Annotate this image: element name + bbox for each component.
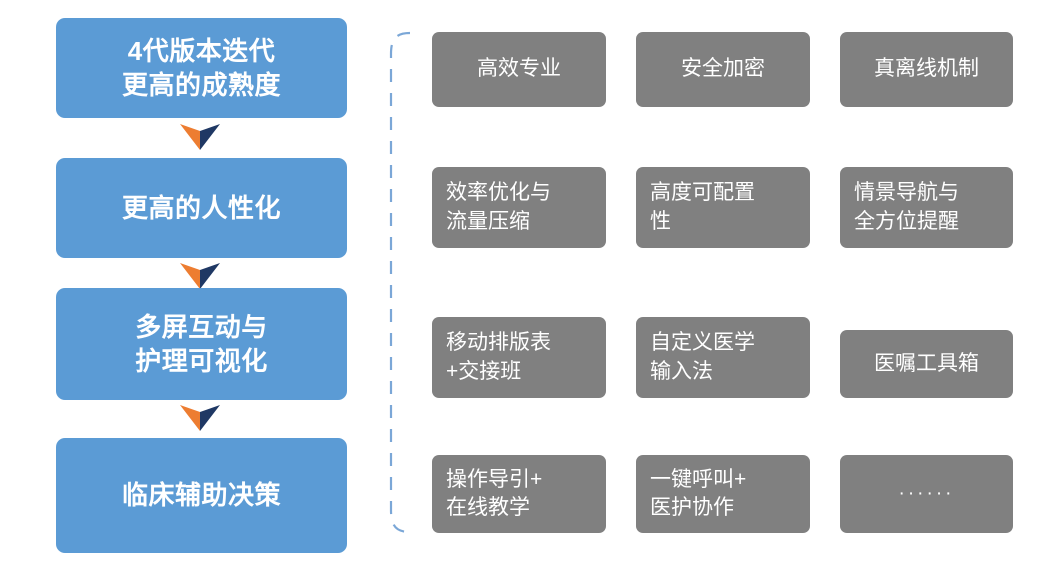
flow-step-4[interactable]: 临床辅助决策 [56,438,347,553]
feature-tile-r1c3-label: 真离线机制 [874,57,979,81]
feature-tile-r3c3[interactable]: 医嘱工具箱 [840,330,1013,398]
feature-tile-r2c1[interactable]: 效率优化与 流量压缩 [432,167,606,248]
chevron-down-icon-3 [180,405,220,431]
feature-tile-r4c3[interactable]: ······ [840,455,1013,533]
flow-step-1-label: 4代版本迭代 更高的成熟度 [121,35,281,100]
feature-tile-r4c2-label: 一键呼叫+ 医护协作 [650,467,747,519]
flow-step-3-label: 多屏互动与 护理可视化 [135,311,268,376]
flow-step-2[interactable]: 更高的人性化 [56,158,347,258]
feature-tile-r3c3-label: 医嘱工具箱 [874,351,979,375]
feature-tile-r4c3-label: ······ [898,483,955,505]
feature-tile-r4c2[interactable]: 一键呼叫+ 医护协作 [636,455,810,533]
feature-tile-r3c1-label: 移动排版表 +交接班 [446,331,551,383]
flow-step-2-label: 更高的人性化 [121,192,281,223]
feature-tile-r1c2[interactable]: 安全加密 [636,32,810,107]
feature-tile-r1c2-label: 安全加密 [681,57,765,81]
feature-tile-r2c1-label: 效率优化与 流量压缩 [446,181,551,233]
dashed-curly-bracket-icon [389,31,411,534]
feature-tile-r3c2-label: 自定义医学 输入法 [650,331,755,383]
feature-tile-r2c2-label: 高度可配置 性 [650,181,755,233]
feature-tile-r2c3-label: 情景导航与 全方位提醒 [854,181,959,233]
feature-tile-r3c2[interactable]: 自定义医学 输入法 [636,317,810,398]
feature-tile-r4c1[interactable]: 操作导引+ 在线教学 [432,455,606,533]
flow-step-1[interactable]: 4代版本迭代 更高的成熟度 [56,18,347,118]
flow-step-3[interactable]: 多屏互动与 护理可视化 [56,288,347,400]
feature-tile-r1c3[interactable]: 真离线机制 [840,32,1013,107]
feature-tile-r2c3[interactable]: 情景导航与 全方位提醒 [840,167,1013,248]
chevron-down-icon-2 [180,263,220,289]
feature-tile-r3c1[interactable]: 移动排版表 +交接班 [432,317,606,398]
feature-tile-r2c2[interactable]: 高度可配置 性 [636,167,810,248]
feature-tile-r1c1-label: 高效专业 [477,57,561,81]
chevron-down-icon-1 [180,124,220,150]
flow-step-4-label: 临床辅助决策 [121,480,281,511]
feature-tile-r1c1[interactable]: 高效专业 [432,32,606,107]
feature-tile-r4c1-label: 操作导引+ 在线教学 [446,467,543,519]
